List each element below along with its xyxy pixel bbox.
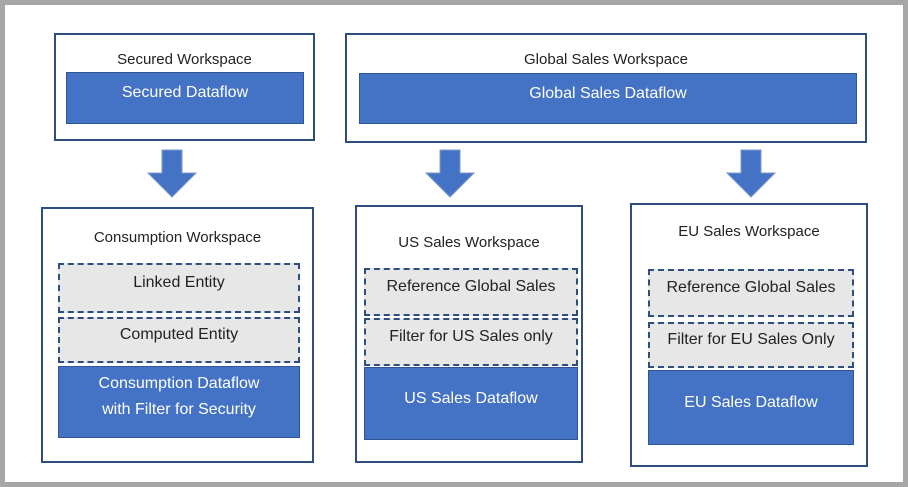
dataflow-label-consumption-line2: with Filter for Security — [102, 401, 256, 418]
dataflow-label-eu-sales: EU Sales Dataflow — [684, 393, 818, 411]
entity-box-us-reference-global-sales: Reference Global Sales — [364, 268, 578, 316]
workspace-box-us-sales: US Sales Workspace Reference Global Sale… — [355, 205, 583, 463]
dataflow-label-global-sales: Global Sales Dataflow — [529, 84, 687, 102]
down-arrow-icon — [147, 149, 197, 198]
dataflow-box-us-sales: US Sales Dataflow — [364, 367, 578, 440]
dataflow-box-secured: Secured Dataflow — [66, 72, 304, 124]
down-arrow-icon — [726, 149, 776, 198]
workspace-box-global-sales: Global Sales Workspace Global Sales Data… — [345, 33, 867, 143]
workspace-box-secured: Secured Workspace Secured Dataflow — [54, 33, 315, 141]
dataflow-box-eu-sales: EU Sales Dataflow — [648, 370, 854, 445]
entity-box-us-filter: Filter for US Sales only — [364, 318, 578, 366]
workspace-box-consumption: Consumption Workspace Linked Entity Comp… — [41, 207, 314, 463]
entity-box-linked-entity: Linked Entity — [58, 263, 300, 313]
entity-box-computed-entity: Computed Entity — [58, 317, 300, 363]
workspace-title-us-sales: US Sales Workspace — [398, 234, 540, 251]
workspace-box-eu-sales: EU Sales Workspace Reference Global Sale… — [630, 203, 868, 467]
workspace-title-eu-sales: EU Sales Workspace — [678, 223, 820, 240]
dataflow-box-consumption: Consumption Dataflow with Filter for Sec… — [58, 366, 300, 438]
dataflow-box-global-sales: Global Sales Dataflow — [359, 73, 857, 124]
dataflow-label-secured: Secured Dataflow — [121, 84, 249, 101]
dataflow-label-consumption-line1: Consumption Dataflow — [98, 375, 260, 392]
workspace-title-global-sales: Global Sales Workspace — [524, 51, 688, 68]
dataflow-label-us-sales: US Sales Dataflow — [404, 389, 538, 407]
workspace-title-secured: Secured Workspace — [117, 51, 252, 68]
workspace-title-consumption: Consumption Workspace — [93, 229, 262, 246]
entity-box-eu-filter: Filter for EU Sales Only — [648, 322, 854, 368]
entity-box-eu-reference-global-sales: Reference Global Sales — [648, 269, 854, 317]
down-arrow-icon — [425, 149, 475, 198]
